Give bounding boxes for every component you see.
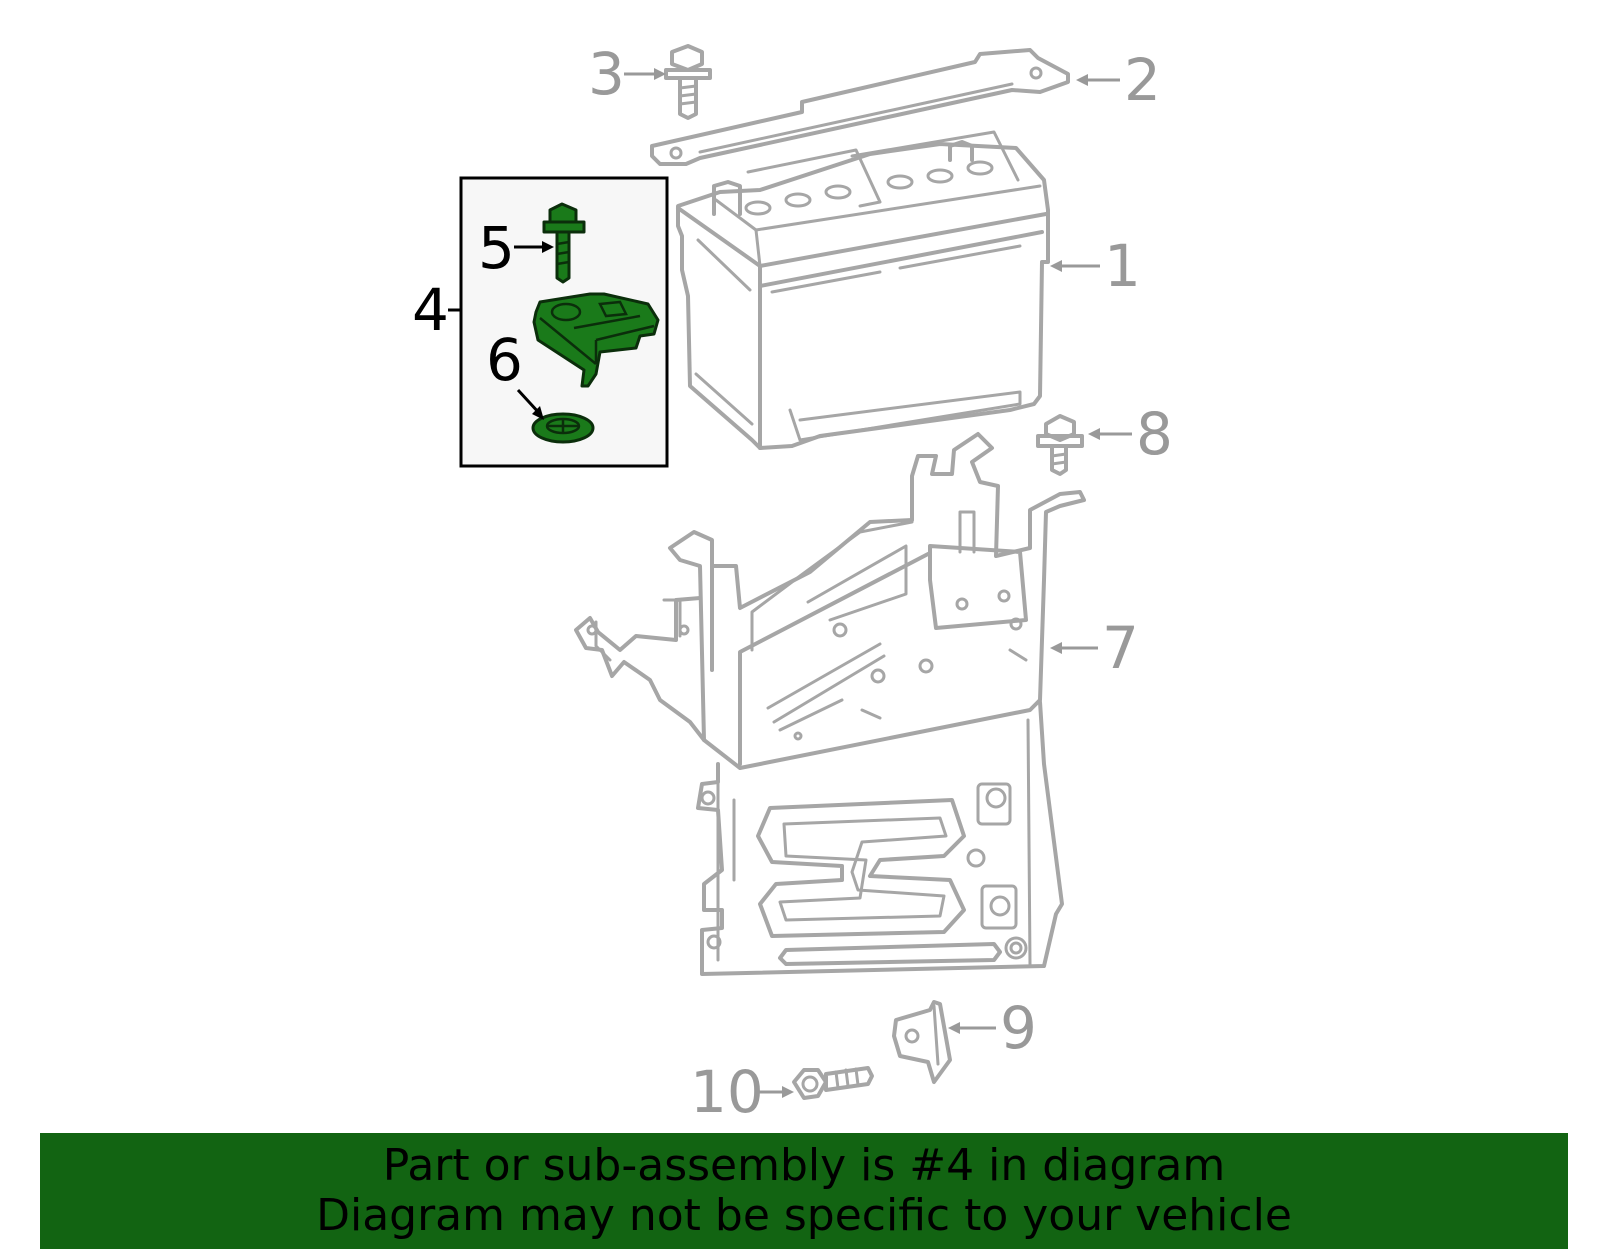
info-banner: Part or sub-assembly is #4 in diagram Di… <box>40 1133 1568 1249</box>
part-7-battery-tray[interactable] <box>574 432 1086 976</box>
part-5-bolt[interactable] <box>542 202 586 284</box>
callout-2: 2 <box>1124 46 1161 114</box>
callout-10: 10 <box>690 1058 764 1126</box>
banner-line-1: Part or sub-assembly is #4 in diagram <box>382 1140 1226 1191</box>
banner-line-2: Diagram may not be specific to your vehi… <box>316 1190 1292 1241</box>
callout-8: 8 <box>1136 400 1173 468</box>
callout-labels: 1 2 3 4 5 6 7 8 9 10 <box>412 40 1173 1126</box>
callout-3: 3 <box>588 40 625 108</box>
callout-6: 6 <box>486 326 523 394</box>
part-8-bolt[interactable] <box>1036 414 1084 476</box>
part-4-hold-down-clamp[interactable] <box>532 292 660 388</box>
part-1-battery[interactable] <box>676 130 1050 450</box>
callout-7: 7 <box>1102 614 1139 682</box>
inset-box-part-4 <box>459 176 669 468</box>
callout-9: 9 <box>1000 994 1037 1062</box>
part-2-hold-down-bar[interactable] <box>650 48 1070 166</box>
part-3-bolt[interactable] <box>664 44 712 120</box>
leader-lines <box>448 68 1132 1098</box>
callout-5: 5 <box>478 214 515 282</box>
part-10-bolt[interactable] <box>792 1066 874 1100</box>
callout-1: 1 <box>1104 232 1141 300</box>
part-6-clip[interactable] <box>531 412 595 444</box>
callout-4: 4 <box>412 276 449 344</box>
part-9-bracket[interactable] <box>892 1000 952 1084</box>
